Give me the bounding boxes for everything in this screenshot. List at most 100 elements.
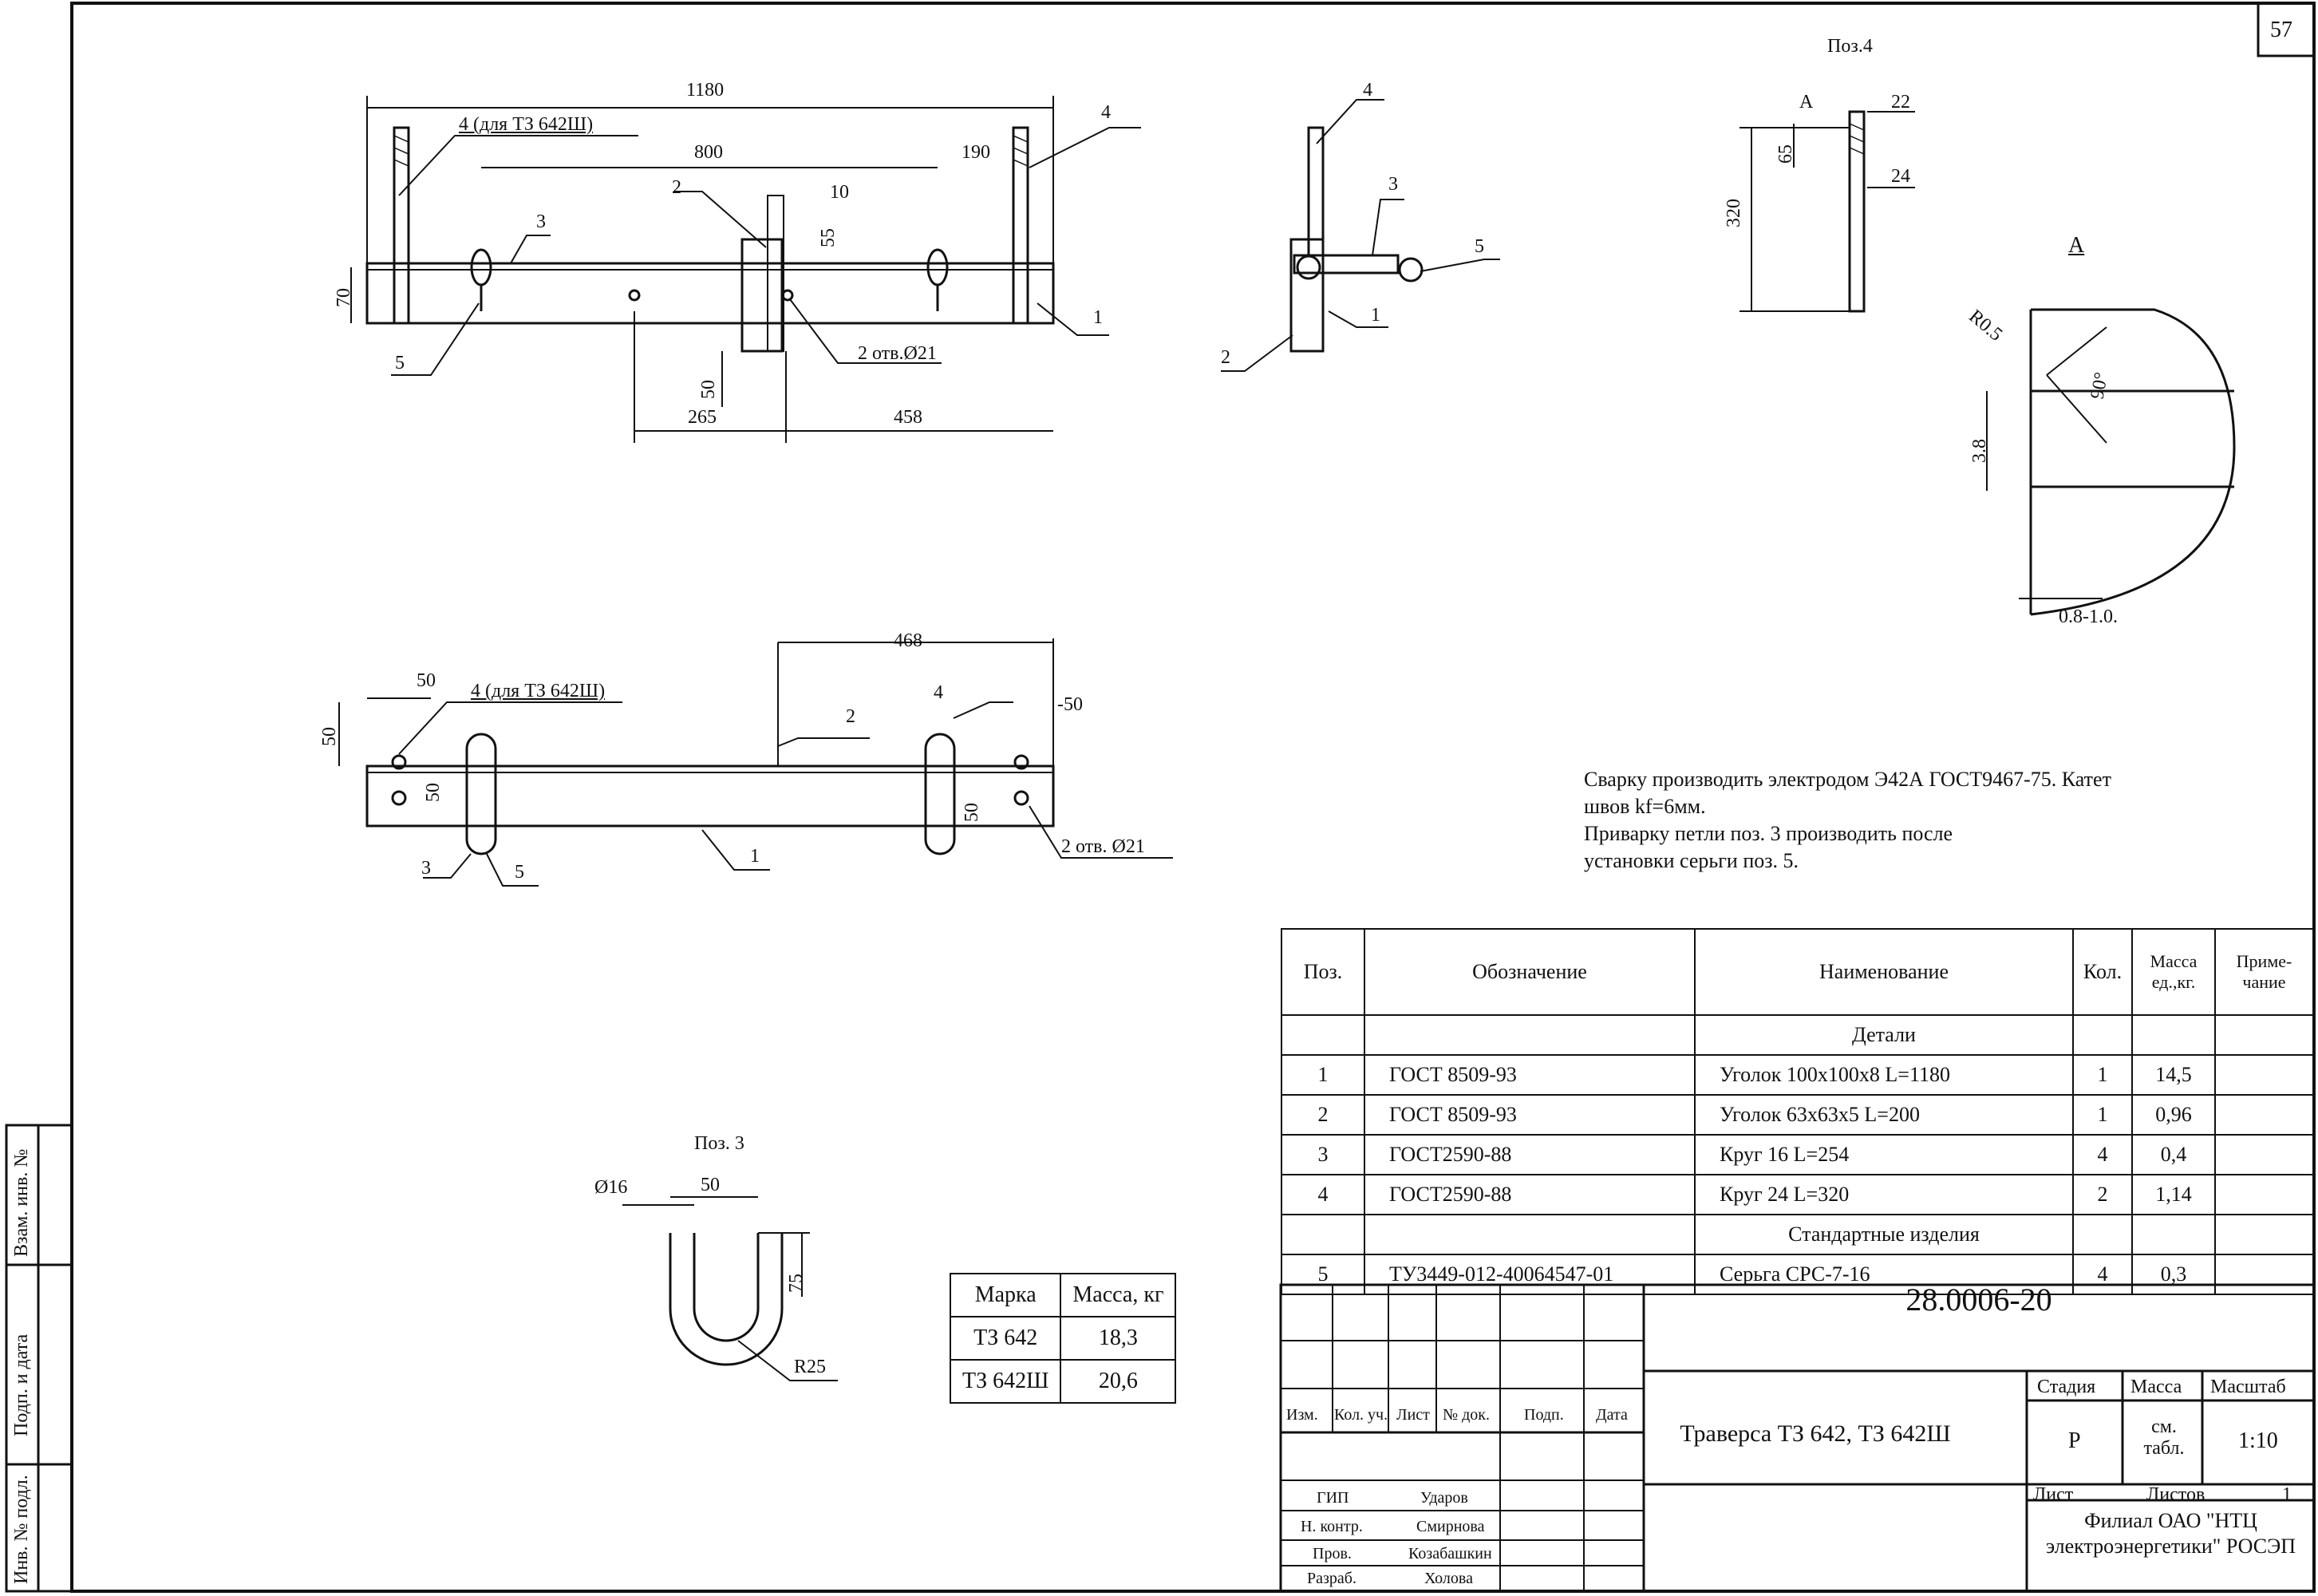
dim-50: 50 bbox=[698, 380, 719, 399]
dim-468: 468 bbox=[894, 630, 922, 651]
table-row: 2 ГОСТ 8509-93 Уголок 63х63х5 L=200 1 0,… bbox=[1281, 1094, 2314, 1136]
dim-320: 320 bbox=[1724, 199, 1744, 227]
callout-5-side: 5 bbox=[1475, 236, 1484, 257]
role-nkontr: Н. контр. bbox=[1301, 1518, 1363, 1535]
welding-notes: Сварку производить электродом Э42А ГОСТ9… bbox=[1584, 768, 2111, 872]
dim-800: 800 bbox=[694, 142, 723, 163]
sheets-value: 1 bbox=[2282, 1484, 2292, 1505]
callout-5-top: 5 bbox=[395, 353, 405, 373]
name-razrab: Холова bbox=[1424, 1570, 1473, 1587]
spec-header-mass: Масса ед.,кг. bbox=[2131, 928, 2216, 1016]
rev-header-doc: № док. bbox=[1443, 1406, 1490, 1424]
dim-o16: Ø16 bbox=[594, 1177, 628, 1198]
dim-70: 70 bbox=[334, 288, 354, 307]
holes-callout-plan: 2 отв. Ø21 bbox=[1061, 836, 1145, 857]
scale-value: 1:10 bbox=[2238, 1428, 2278, 1453]
dim-3-8: 3.8 bbox=[1969, 439, 1990, 463]
dim-50-plan-mid: 50 bbox=[423, 783, 444, 802]
spec-section-standard: Стандартные изделия bbox=[1694, 1214, 2074, 1255]
scale-label: Масштаб bbox=[2210, 1377, 2286, 1397]
spec-header-note: Приме-чание bbox=[2214, 928, 2314, 1016]
rev-header-list: Лист bbox=[1396, 1406, 1430, 1424]
spec-header-name: Наименование bbox=[1694, 928, 2074, 1016]
specification-table: Поз. Обозначение Наименование Кол. Масса… bbox=[1281, 928, 2314, 1295]
callout-5-plan: 5 bbox=[515, 862, 524, 883]
organization: Филиал ОАО "НТЦ электроэнергетики" РОСЭП bbox=[2045, 1509, 2296, 1558]
stage-label: Стадия bbox=[2037, 1377, 2096, 1397]
sheets-label: Листов bbox=[2146, 1484, 2205, 1505]
spec-header-qty: Кол. bbox=[2072, 928, 2133, 1016]
table-row: ТЗ 642 18,3 bbox=[949, 1316, 1177, 1361]
spec-header-designation: Обозначение bbox=[1364, 928, 1696, 1016]
name-prov: Козабашкин bbox=[1408, 1545, 1492, 1562]
dim-50-plan-right: 50 bbox=[962, 803, 982, 822]
dim-190: 190 bbox=[962, 142, 990, 163]
callout-4-top: 4 (для ТЗ 642Ш) bbox=[459, 114, 594, 135]
mass-value: см. табл. bbox=[2143, 1416, 2185, 1459]
spec-header-pos: Поз. bbox=[1281, 928, 1365, 1016]
role-razrab: Разраб. bbox=[1307, 1570, 1356, 1587]
stage-value: Р bbox=[2068, 1428, 2081, 1453]
mass-header-mark: Марка bbox=[949, 1273, 1062, 1317]
table-row: 5 ТУ3449-012-40064547-01 Серьга СРС-7-16… bbox=[1281, 1254, 2314, 1295]
table-row: 4 ГОСТ2590-88 Круг 24 L=320 2 1,14 bbox=[1281, 1174, 2314, 1215]
callout-2-top: 2 bbox=[672, 177, 681, 198]
dim-0-8-1-0: 0.8-1.0. bbox=[2059, 606, 2118, 627]
table-row: 1 ГОСТ 8509-93 Уголок 100х100х8 L=1180 1… bbox=[1281, 1054, 2314, 1096]
mass-table: Марка Масса, кг ТЗ 642 18,3 ТЗ 642Ш 20,6 bbox=[949, 1273, 1177, 1404]
spec-section-details: Детали bbox=[1694, 1014, 2074, 1056]
callout-1-side: 1 bbox=[1371, 305, 1380, 326]
mass-header-mass: Масса, кг bbox=[1060, 1273, 1177, 1317]
mass-label: Масса bbox=[2130, 1377, 2182, 1397]
role-gip: ГИП bbox=[1317, 1489, 1349, 1507]
stamp-vzam-inv: Взам. инв. № bbox=[11, 1148, 32, 1257]
pos4-title: Поз.4 bbox=[1827, 36, 1873, 57]
document-title: Траверса ТЗ 642, ТЗ 642Ш bbox=[1680, 1420, 1951, 1447]
holes-callout-top: 2 отв.Ø21 bbox=[858, 343, 937, 364]
dim-55: 55 bbox=[818, 228, 839, 247]
name-gip: Ударов bbox=[1420, 1489, 1468, 1507]
stamp-inv-podl: Инв. № подл. bbox=[11, 1475, 32, 1584]
dim-24: 24 bbox=[1891, 166, 1910, 187]
pos4-a-label: A bbox=[1799, 92, 1814, 113]
dim-10: 10 bbox=[830, 182, 849, 203]
name-nkontr: Смирнова bbox=[1416, 1518, 1485, 1535]
stamp-podp-data: Подп. и дата bbox=[11, 1333, 32, 1436]
sheet-number: 57 bbox=[2270, 18, 2292, 42]
dim-458: 458 bbox=[894, 407, 922, 428]
detail-a-title: A bbox=[2068, 233, 2085, 258]
callout-3-plan: 3 bbox=[421, 858, 431, 879]
rev-header-sign: Подп. bbox=[1524, 1406, 1564, 1424]
dim-65: 65 bbox=[1775, 144, 1796, 164]
pos3-title: Поз. 3 bbox=[694, 1133, 744, 1154]
dim-90deg: 90° bbox=[2087, 370, 2113, 401]
dim-50-plan: 50 bbox=[417, 670, 436, 691]
callout-4-side: 4 bbox=[1363, 80, 1372, 101]
dim-22: 22 bbox=[1891, 92, 1910, 113]
document-code: 28.0006-20 bbox=[1905, 1282, 2052, 1317]
callout-4-right: 4 bbox=[1101, 102, 1111, 123]
callout-4-plan-right: 4 bbox=[934, 682, 943, 703]
callout-3-side: 3 bbox=[1388, 174, 1398, 195]
dim-75: 75 bbox=[786, 1274, 807, 1293]
callout-3-top: 3 bbox=[536, 211, 546, 232]
rev-header-izm: Изм. bbox=[1286, 1406, 1318, 1424]
dim-265: 265 bbox=[688, 407, 717, 428]
dim-minus-50: -50 bbox=[1057, 694, 1083, 715]
callout-1-plan: 1 bbox=[750, 846, 760, 867]
dim-r25: R25 bbox=[794, 1357, 827, 1377]
role-prov: Пров. bbox=[1313, 1545, 1352, 1562]
rev-header-kol: Кол. уч. bbox=[1334, 1406, 1388, 1424]
callout-2-side: 2 bbox=[1221, 347, 1230, 368]
rev-header-date: Дата bbox=[1596, 1406, 1628, 1424]
callout-2-plan: 2 bbox=[846, 706, 855, 727]
dim-1180: 1180 bbox=[686, 80, 725, 101]
callout-4-plan: 4 (для ТЗ 642Ш) bbox=[471, 681, 606, 701]
table-row: ТЗ 642Ш 20,6 bbox=[949, 1359, 1177, 1404]
dim-50-pos3: 50 bbox=[701, 1175, 720, 1195]
dim-50-plan-left: 50 bbox=[319, 727, 340, 746]
callout-1-top: 1 bbox=[1093, 307, 1103, 328]
sheet-label: Лист bbox=[2033, 1484, 2074, 1505]
table-row: 3 ГОСТ2590-88 Круг 16 L=254 4 0,4 bbox=[1281, 1134, 2314, 1175]
